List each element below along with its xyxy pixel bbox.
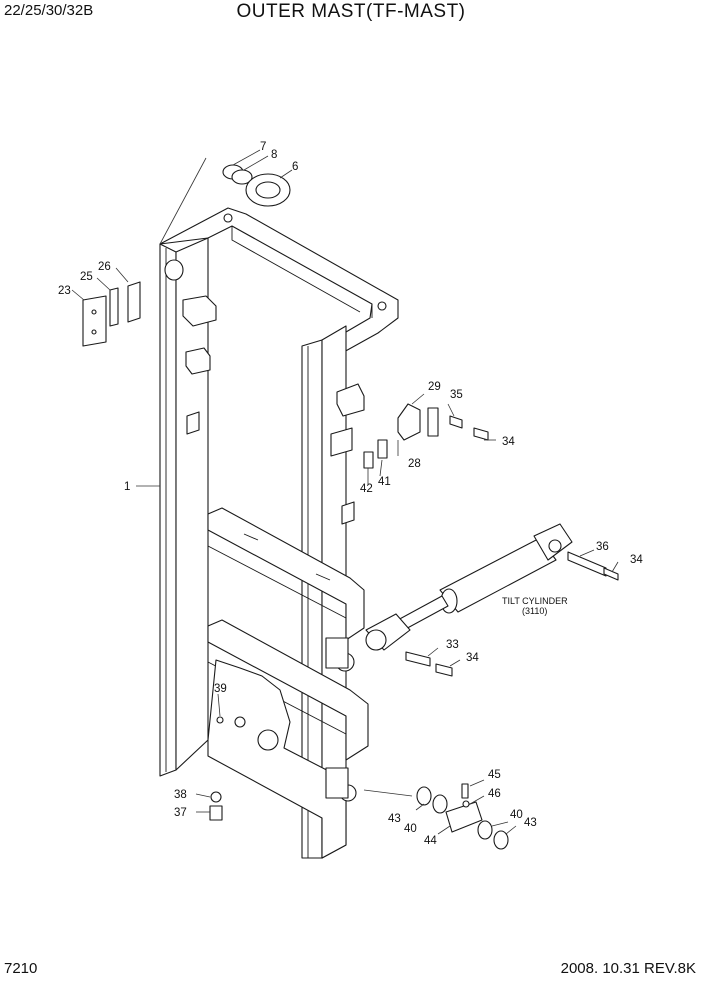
seal-and-bearing xyxy=(159,157,291,281)
callout-26: 26 xyxy=(98,261,111,273)
callout-38: 38 xyxy=(174,789,187,801)
callout-40-left: 40 xyxy=(404,823,417,835)
callout-34-middle: 34 xyxy=(630,554,643,566)
callout-37: 37 xyxy=(174,807,187,819)
callout-41: 41 xyxy=(378,476,391,488)
tilt-cylinder-note-line2: (3110) xyxy=(522,606,547,616)
callout-1: 1 xyxy=(124,481,130,493)
callout-8: 8 xyxy=(271,149,277,161)
callout-33: 33 xyxy=(446,639,459,651)
callout-39: 39 xyxy=(214,683,227,695)
callout-25: 25 xyxy=(80,271,93,283)
model-code: 22/25/30/32B xyxy=(4,2,94,19)
callout-34-lower: 34 xyxy=(466,652,479,664)
callout-34-upper: 34 xyxy=(502,436,515,448)
callout-29: 29 xyxy=(428,381,441,393)
page-title: OUTER MAST(TF-MAST) xyxy=(236,1,466,22)
callout-45: 45 xyxy=(488,769,501,781)
tilt-cylinder-note-line1: TILT CYLINDER xyxy=(502,596,568,606)
callout-42: 42 xyxy=(360,483,373,495)
callout-43-left: 43 xyxy=(388,813,401,825)
callout-28: 28 xyxy=(408,458,421,470)
callout-36: 36 xyxy=(596,541,609,553)
leader-lines xyxy=(71,149,619,835)
callout-46: 46 xyxy=(488,788,501,800)
callout-43-right: 43 xyxy=(524,817,537,829)
callout-40-right: 40 xyxy=(510,809,523,821)
revision-date: 2008. 10.31 REV.8K xyxy=(560,960,696,977)
callout-6: 6 xyxy=(292,161,298,173)
callout-23: 23 xyxy=(58,285,71,297)
page-number: 7210 xyxy=(4,960,38,977)
hose-clamp-assembly xyxy=(363,403,489,469)
tilt-cylinder xyxy=(365,523,619,677)
callout-labels: 1 7 8 6 23 25 26 29 35 34 28 41 42 36 34… xyxy=(58,141,643,847)
callout-7: 7 xyxy=(260,141,266,153)
clamp-plates-left xyxy=(82,281,141,347)
tilt-pin-assembly xyxy=(209,716,509,850)
callout-35: 35 xyxy=(450,389,463,401)
outer-mast-frame xyxy=(159,207,399,859)
callout-44: 44 xyxy=(424,835,437,847)
